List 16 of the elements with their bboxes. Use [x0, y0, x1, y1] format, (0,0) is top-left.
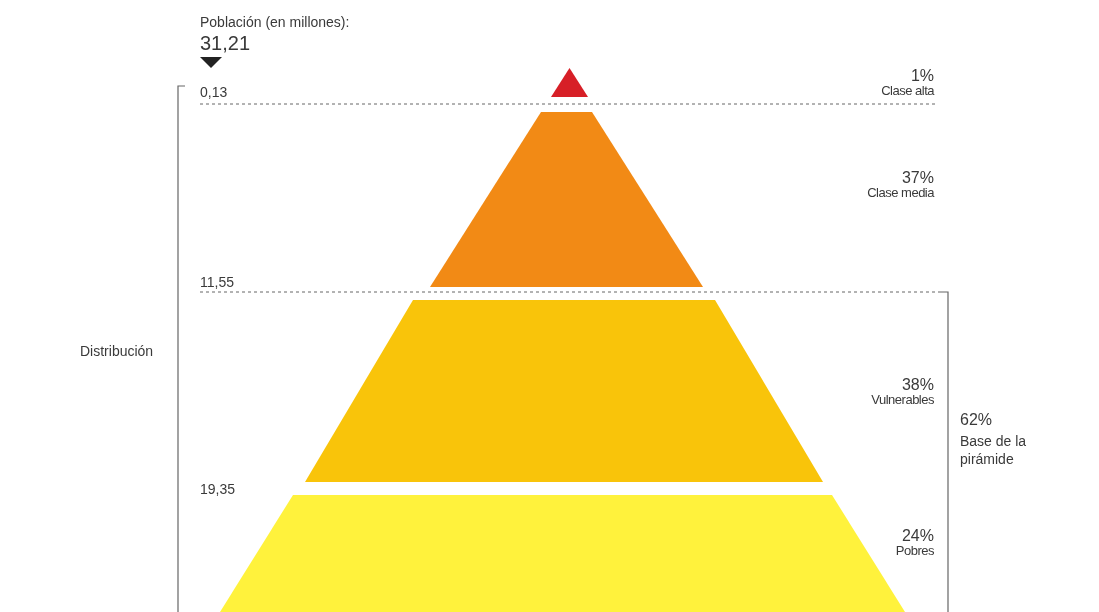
scale-value: 11,55	[200, 274, 234, 290]
tier-label: Clase media	[867, 186, 934, 199]
total-value: 31,21	[200, 32, 251, 55]
group-label: Base de la pirámide	[960, 432, 1028, 468]
percentage: 62%	[960, 411, 993, 429]
scale-value: 19,35	[200, 481, 236, 497]
axis-label: Distribución	[80, 343, 154, 359]
axis-title: Población (en millones):	[200, 14, 350, 30]
scale-value: 0,13	[200, 84, 228, 100]
percentage: 1%	[910, 68, 934, 84]
percentage: 37%	[901, 170, 934, 186]
tier-label: Pobres	[895, 544, 934, 557]
tier-label: Vulnerables	[871, 393, 934, 406]
tier-label: Clase alta	[881, 84, 934, 97]
percentage: 38%	[901, 377, 934, 393]
percentage: 24%	[901, 528, 934, 544]
